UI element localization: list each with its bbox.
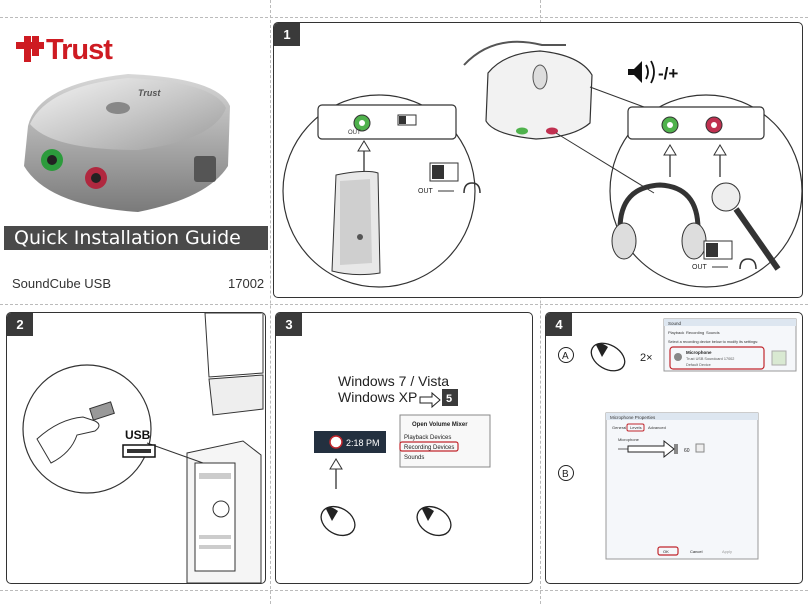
double-click-label: 2× — [640, 352, 653, 364]
step1-number: 1 — [274, 23, 300, 46]
mic-ok-button: OK — [663, 549, 669, 554]
trim-line-right — [540, 0, 541, 604]
trust-logo-icon — [16, 36, 44, 62]
menu-item-playback-devices: Playback Devices — [404, 435, 451, 441]
mic-tab-general: General — [612, 425, 626, 430]
step1-illustration: OUT OUT -/+ — [282, 40, 802, 288]
guide-title-bar — [4, 226, 268, 250]
sound-dialog-title: Sound — [668, 321, 682, 326]
soundcube-device-image: Trust — [24, 74, 230, 212]
sound-device-name: Microphone — [686, 350, 712, 355]
mic-cancel-button: Cancel — [690, 549, 703, 554]
volume-label: -/+ — [658, 64, 678, 83]
step4-illustration: A 2× Sound Playback Recording Sounds Sel… — [558, 318, 797, 560]
step3-number: 3 — [276, 313, 302, 336]
trim-line-top — [0, 17, 808, 18]
sound-tab-sounds: Sounds — [706, 330, 720, 335]
mic-dialog-title: Microphone Properties — [610, 415, 656, 420]
step2-number: 2 — [7, 313, 33, 336]
xp-ref-number: 5 — [446, 393, 452, 405]
usb-label: USB — [125, 428, 151, 442]
step3-panel: 3 Windows 7 / Vista Windows XP 5 2:18 PM… — [275, 312, 533, 584]
sound-device-desc: Trust USB Soundcard 17002 — [686, 357, 734, 361]
step1-right-out-label: OUT — [692, 264, 708, 271]
mic-tab-levels: Levels — [630, 425, 642, 430]
step2-illustration: USB — [22, 313, 264, 583]
step1-out-label: OUT — [418, 188, 434, 195]
option-a-label: A — [562, 351, 569, 362]
sound-device-status: Default Device — [686, 363, 711, 367]
step4-number: 4 — [546, 313, 572, 336]
menu-item-open-volume-mixer: Open Volume Mixer — [412, 422, 468, 428]
sound-instruction: Select a recording device below to modif… — [668, 340, 758, 344]
step1-out-small-label: OUT — [348, 130, 361, 136]
windows-xp-label: Windows XP — [338, 389, 418, 405]
windows7-vista-label: Windows 7 / Vista — [338, 373, 450, 389]
guide-title: Quick Installation Guide — [14, 227, 241, 249]
sound-tab-recording: Recording — [686, 330, 704, 335]
sound-tab-playback: Playback — [668, 330, 684, 335]
trim-line-bottom — [0, 590, 808, 591]
step3-illustration: 5 2:18 PM Open Volume Mixer Playback Dev… — [314, 389, 491, 537]
brand-logo-text: Trust — [46, 34, 113, 66]
menu-item-recording-devices: Recording Devices — [404, 445, 454, 451]
trim-line-left — [270, 0, 271, 604]
mic-tab-advanced: Advanced — [648, 425, 666, 430]
product-code: 17002 — [228, 276, 265, 291]
product-name: SoundCube USB — [12, 276, 112, 291]
step4-panel: 4 A 2× Sound Playback Recording Sounds S… — [545, 312, 803, 584]
device-brand-text: Trust — [138, 88, 161, 98]
taskbar-clock: 2:18 PM — [346, 438, 380, 448]
step2-panel: 2 USB — [6, 312, 266, 584]
menu-item-sounds: Sounds — [404, 455, 424, 461]
mic-slider-label: Microphone — [618, 437, 640, 442]
step1-panel: 1 OUT OUT -/+ — [273, 22, 803, 298]
trim-line-middle — [0, 304, 808, 305]
mic-level-value: 60 — [684, 448, 690, 454]
mic-apply-button: Apply — [722, 549, 732, 554]
option-b-label: B — [562, 469, 569, 480]
